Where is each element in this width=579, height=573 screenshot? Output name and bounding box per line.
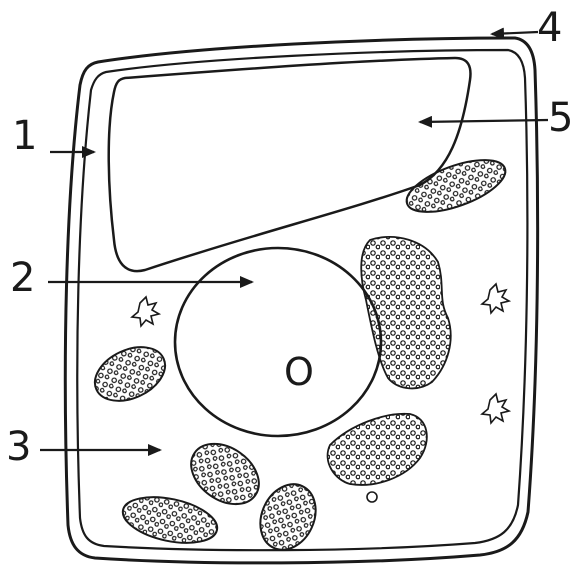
vacuole [109,58,471,271]
label-5: 5 [548,98,573,138]
nucleus [175,248,381,436]
label-2: 2 [10,258,35,298]
arrow-5 [420,120,548,122]
label-1: 1 [12,116,37,156]
chloroplast [86,337,173,412]
label-3: 3 [6,427,31,467]
cell-wall-outline [65,38,537,563]
chloroplast [400,149,511,222]
organelle-cluster [328,237,451,485]
label-4: 4 [537,8,562,48]
chloroplast [180,431,270,516]
small-inclusions [132,284,509,502]
arrow-4 [492,32,538,34]
chloroplast [119,489,222,550]
chloroplast [250,475,326,559]
nucleolus-symbol: O [284,352,314,392]
